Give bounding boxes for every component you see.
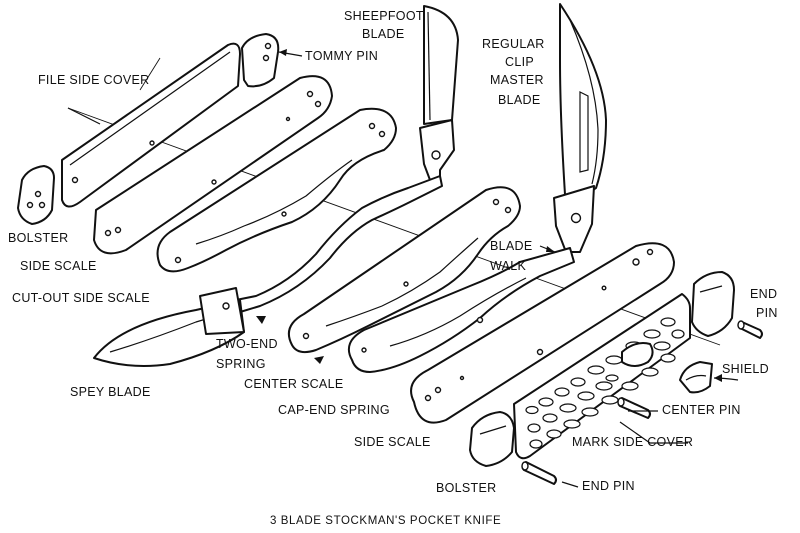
end-pin-top-part — [737, 320, 763, 339]
diagram-labels: SHEEPFOOT BLADE TOMMY PIN REGULAR CLIP M… — [8, 9, 778, 527]
label-mark-side-cover: MARK SIDE COVER — [572, 435, 693, 449]
label-end-pin-top-2: PIN — [756, 306, 778, 320]
tommy-pin-part — [241, 33, 303, 88]
label-cut-out-side-scale: CUT-OUT SIDE SCALE — [12, 291, 150, 305]
label-spring: SPRING — [216, 357, 266, 371]
spey-blade-part — [93, 287, 245, 367]
bolster-bottom-part — [469, 411, 515, 467]
mark-side-cover-part — [513, 293, 691, 460]
label-sheepfoot-1: SHEEPFOOT — [344, 9, 424, 23]
leader-lines — [67, 107, 739, 488]
end-pin-bottom-part — [521, 461, 557, 485]
cut-out-side-scale-part — [156, 107, 397, 273]
label-side-scale-right: SIDE SCALE — [354, 435, 431, 449]
label-spey-blade: SPEY BLADE — [70, 385, 151, 399]
label-end-pin-top-1: END — [750, 287, 777, 301]
label-sheepfoot-2: BLADE — [362, 27, 405, 41]
label-regular: REGULAR — [482, 37, 545, 51]
label-bolster-left: BOLSTER — [8, 231, 68, 245]
label-bolster-bottom: BOLSTER — [436, 481, 496, 495]
center-pin-part — [617, 397, 651, 419]
clip-master-blade-part — [553, 3, 607, 253]
label-center-pin: CENTER PIN — [662, 403, 741, 417]
shield-part — [679, 361, 713, 394]
label-shield: SHIELD — [722, 362, 769, 376]
jigged-bone-texture — [525, 317, 685, 449]
label-two-end: TWO-END — [216, 337, 278, 351]
side-scale-right-part — [410, 242, 675, 424]
label-tommy-pin: TOMMY PIN — [305, 49, 378, 63]
label-file-side-cover: FILE SIDE COVER — [38, 73, 149, 87]
figure-caption: 3 BLADE STOCKMAN'S POCKET KNIFE — [270, 515, 501, 527]
label-master-blade: BLADE — [498, 93, 541, 107]
label-end-pin-bottom: END PIN — [582, 479, 635, 493]
shield-inlay — [621, 342, 654, 367]
bolster-left-part — [17, 165, 55, 225]
two-end-spring-part — [235, 175, 443, 313]
center-scale-part — [288, 186, 521, 354]
sheepfoot-blade-part — [419, 5, 459, 181]
label-side-scale-left: SIDE SCALE — [20, 259, 97, 273]
bolster-right-part — [691, 271, 735, 337]
label-cap-end-spring: CAP-END SPRING — [278, 403, 390, 417]
label-blade-walk-2: WALK — [490, 259, 527, 273]
label-master: MASTER — [490, 73, 544, 87]
label-center-scale: CENTER SCALE — [244, 377, 343, 391]
side-scale-left-part — [93, 75, 333, 255]
label-blade-walk-1: BLADE — [490, 239, 533, 253]
cap-end-spring-part — [348, 247, 575, 373]
label-clip: CLIP — [505, 55, 534, 69]
file-side-cover — [61, 42, 241, 208]
